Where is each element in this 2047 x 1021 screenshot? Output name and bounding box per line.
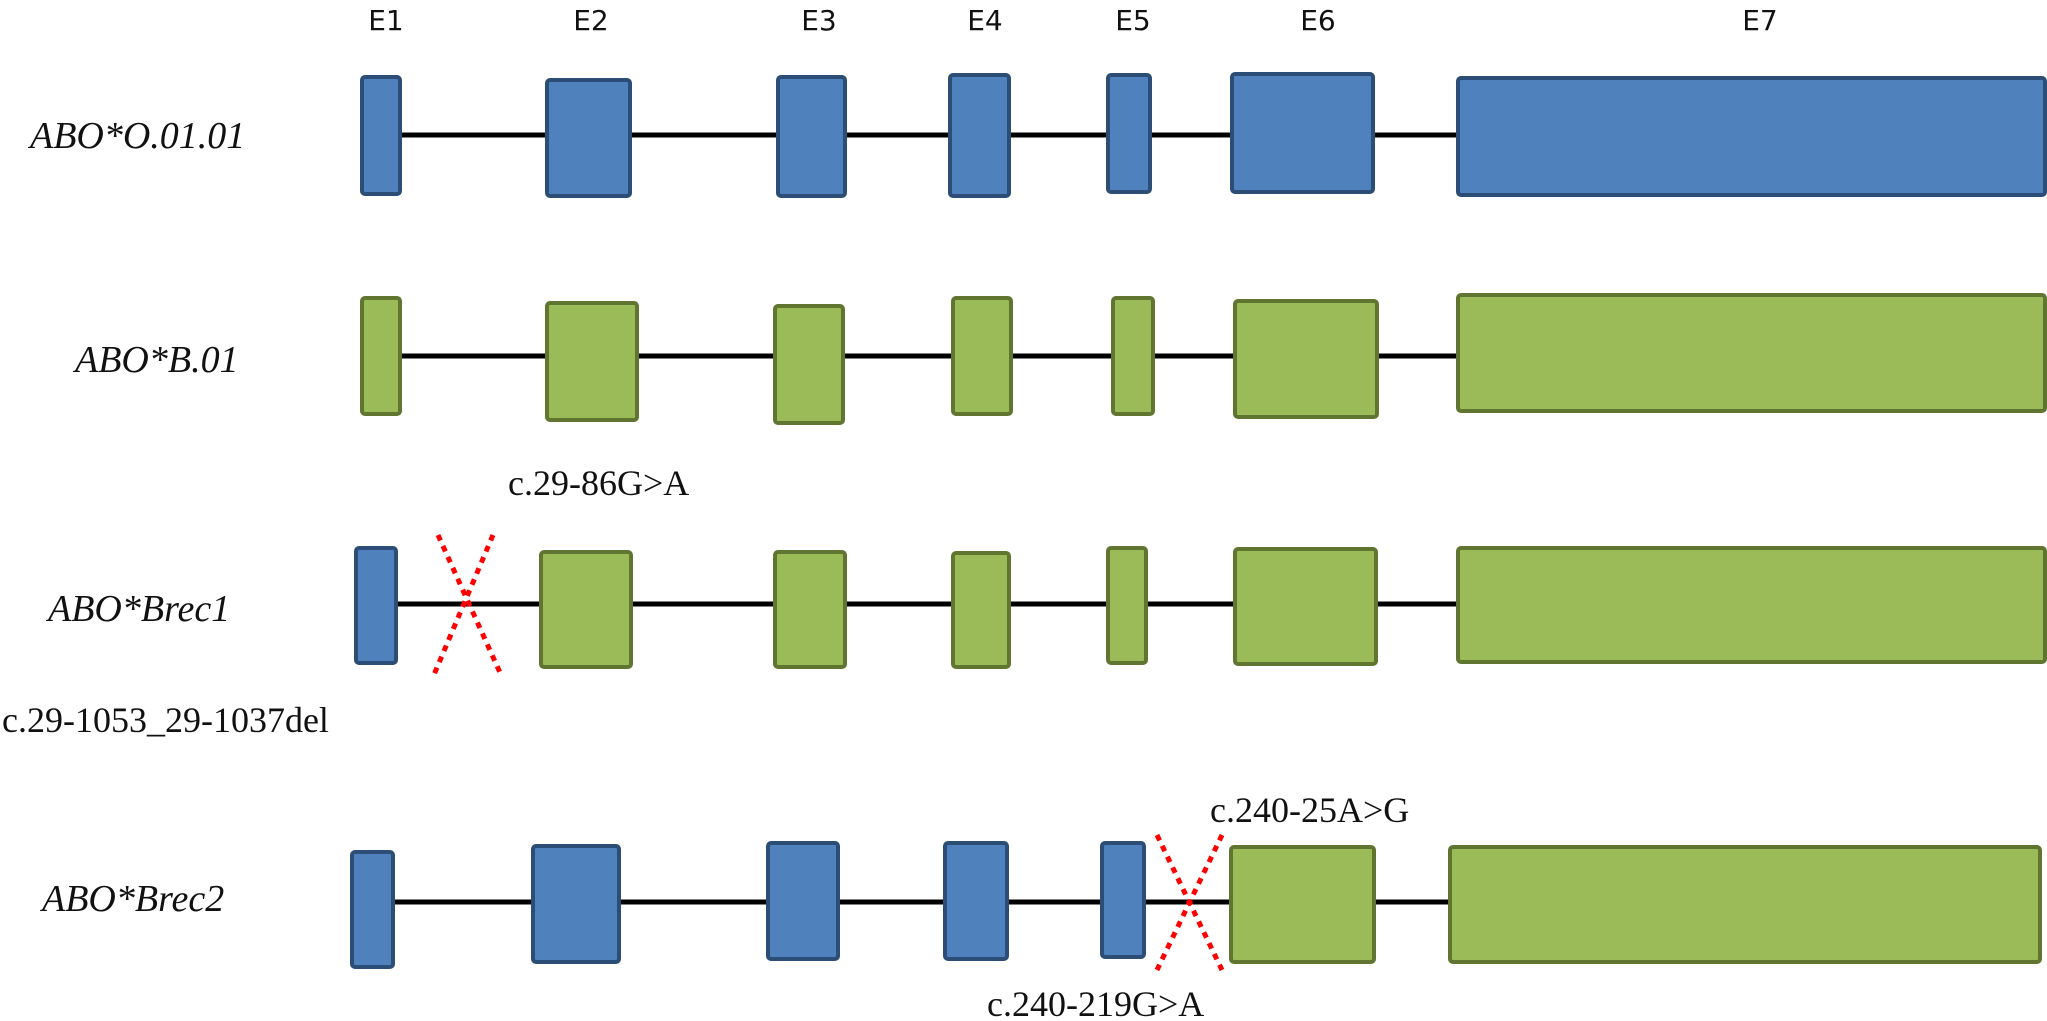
exon-1 xyxy=(360,75,402,196)
exon-3 xyxy=(773,304,845,425)
exon-6 xyxy=(1229,845,1376,964)
allele-row-brec1: ABO*Brec1 xyxy=(45,533,2047,679)
exon-label-e2: E2 xyxy=(573,4,609,37)
exon-5 xyxy=(1106,546,1148,665)
deletion-mark xyxy=(1154,833,1225,972)
allele-label: ABO*Brec2 xyxy=(39,878,224,920)
variant-label-c29-86: c.29-86G>A xyxy=(508,463,689,503)
exon-4 xyxy=(943,841,1009,961)
exon-3 xyxy=(766,841,840,961)
exon-label-e6: E6 xyxy=(1300,4,1336,37)
exon-2 xyxy=(545,301,639,422)
exon-label-e5: E5 xyxy=(1115,4,1151,37)
exon-4 xyxy=(951,296,1013,416)
exon-header: E1 E2 E3 E4 E5 E6 E7 xyxy=(368,4,1778,37)
exon-6 xyxy=(1233,547,1378,666)
deletion-mark xyxy=(430,533,505,679)
exon-label-e7: E7 xyxy=(1742,4,1778,37)
exon-6 xyxy=(1233,299,1379,419)
exon-6 xyxy=(1230,72,1375,194)
variant-label-c29-1053-del: c.29-1053_29-1037del xyxy=(2,700,329,740)
allele-row-o0101: ABO*O.01.01 xyxy=(27,72,2047,198)
allele-row-b01: ABO*B.01 xyxy=(72,293,2047,425)
exon-label-e4: E4 xyxy=(967,4,1003,37)
allele-label: ABO*O.01.01 xyxy=(27,115,245,157)
exon-5 xyxy=(1106,73,1152,194)
exon-7 xyxy=(1456,76,2047,197)
exon-7 xyxy=(1456,546,2047,664)
variant-label-c240-219: c.240-219G>A xyxy=(987,984,1204,1021)
exon-2 xyxy=(539,550,633,669)
exon-4 xyxy=(951,551,1011,669)
exon-7 xyxy=(1448,845,2042,964)
exon-4 xyxy=(948,73,1011,198)
exon-1 xyxy=(354,546,398,665)
exon-5 xyxy=(1111,296,1155,416)
allele-label: ABO*B.01 xyxy=(72,339,239,381)
allele-row-brec2: ABO*Brec2 xyxy=(39,833,2042,972)
exon-label-e1: E1 xyxy=(368,4,404,37)
exon-2 xyxy=(531,844,621,964)
exon-2 xyxy=(545,78,632,198)
allele-label: ABO*Brec1 xyxy=(45,588,230,630)
exon-5 xyxy=(1100,841,1146,959)
exon-1 xyxy=(360,296,402,416)
exon-label-e3: E3 xyxy=(801,4,837,37)
variant-label-c240-25: c.240-25A>G xyxy=(1210,790,1409,830)
exon-3 xyxy=(773,550,847,669)
exon-7 xyxy=(1456,293,2047,413)
exon-3 xyxy=(776,75,847,198)
exon-1 xyxy=(350,850,395,969)
